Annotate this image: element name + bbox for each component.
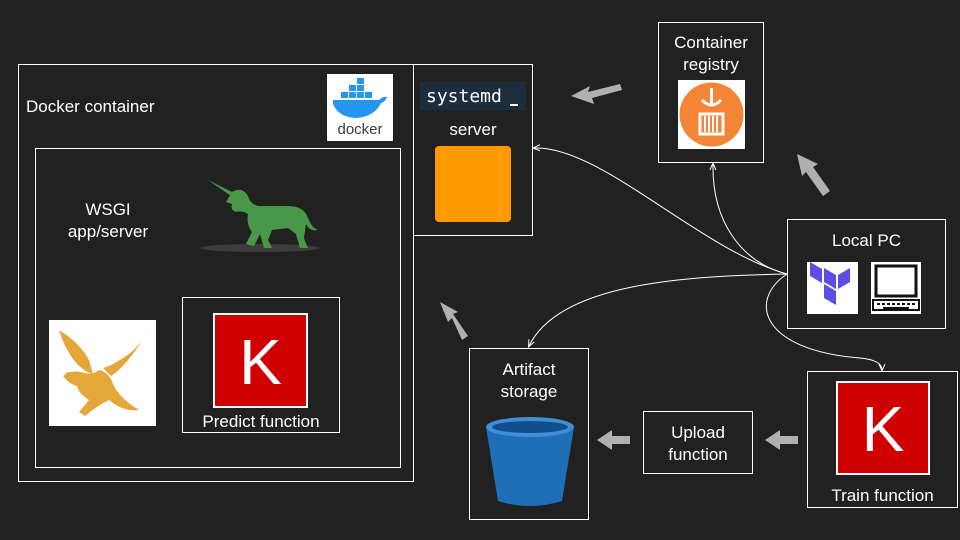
computer-terminal-icon bbox=[871, 262, 921, 314]
gray-arrow-train-to-upload bbox=[765, 430, 798, 450]
gunicorn-unicorn-icon bbox=[196, 178, 322, 254]
systemd-logo-icon: systemd bbox=[420, 82, 526, 110]
gray-arrow-localpc-to-registry bbox=[797, 154, 830, 196]
svg-text:K: K bbox=[862, 393, 905, 465]
artifact-storage-box bbox=[469, 348, 589, 520]
keras-train-icon: K bbox=[836, 381, 930, 475]
docker-container-box bbox=[18, 64, 414, 482]
terraform-icon bbox=[807, 262, 858, 314]
connector-localpc-to-registry bbox=[713, 164, 788, 275]
wsgi-app-box bbox=[35, 148, 401, 468]
gray-arrow-registry-to-server bbox=[571, 84, 622, 104]
container-registry-icon bbox=[678, 80, 745, 149]
predict-function-box bbox=[182, 297, 340, 433]
registry-label-line2: registry bbox=[683, 55, 739, 74]
gray-arrow-artifact-to-docker bbox=[440, 302, 468, 340]
bucket-icon bbox=[484, 415, 576, 510]
connector-localpc-to-server bbox=[534, 148, 788, 275]
server-label: server bbox=[449, 120, 497, 139]
docker-container-label: Docker container bbox=[26, 97, 155, 116]
wsgi-label-line2: app/server bbox=[67, 222, 149, 241]
docker-logo-icon: docker bbox=[327, 74, 393, 141]
keras-predict-icon: K bbox=[213, 313, 308, 408]
registry-label-line1: Container bbox=[674, 33, 748, 52]
upload-label-line1: Upload bbox=[671, 423, 725, 442]
upload-label-line2: function bbox=[668, 445, 728, 464]
wsgi-label-line1: WSGI bbox=[85, 200, 131, 219]
svg-text:docker: docker bbox=[337, 121, 382, 138]
aws-server-icon bbox=[435, 146, 511, 222]
svg-text:K: K bbox=[239, 326, 282, 398]
gray-arrow-upload-to-artifact bbox=[597, 430, 630, 450]
upload-function-box bbox=[643, 411, 753, 474]
artifact-label-line1: Artifact bbox=[502, 360, 556, 379]
predict-function-label: Predict function bbox=[202, 412, 320, 431]
svg-text:systemd: systemd bbox=[426, 86, 502, 107]
connector-localpc-to-artifact bbox=[529, 273, 788, 346]
falcon-bird-icon bbox=[49, 320, 156, 426]
local-pc-label: Local PC bbox=[832, 231, 901, 250]
artifact-label-line2: storage bbox=[500, 382, 558, 401]
train-function-label: Train function bbox=[831, 486, 934, 505]
